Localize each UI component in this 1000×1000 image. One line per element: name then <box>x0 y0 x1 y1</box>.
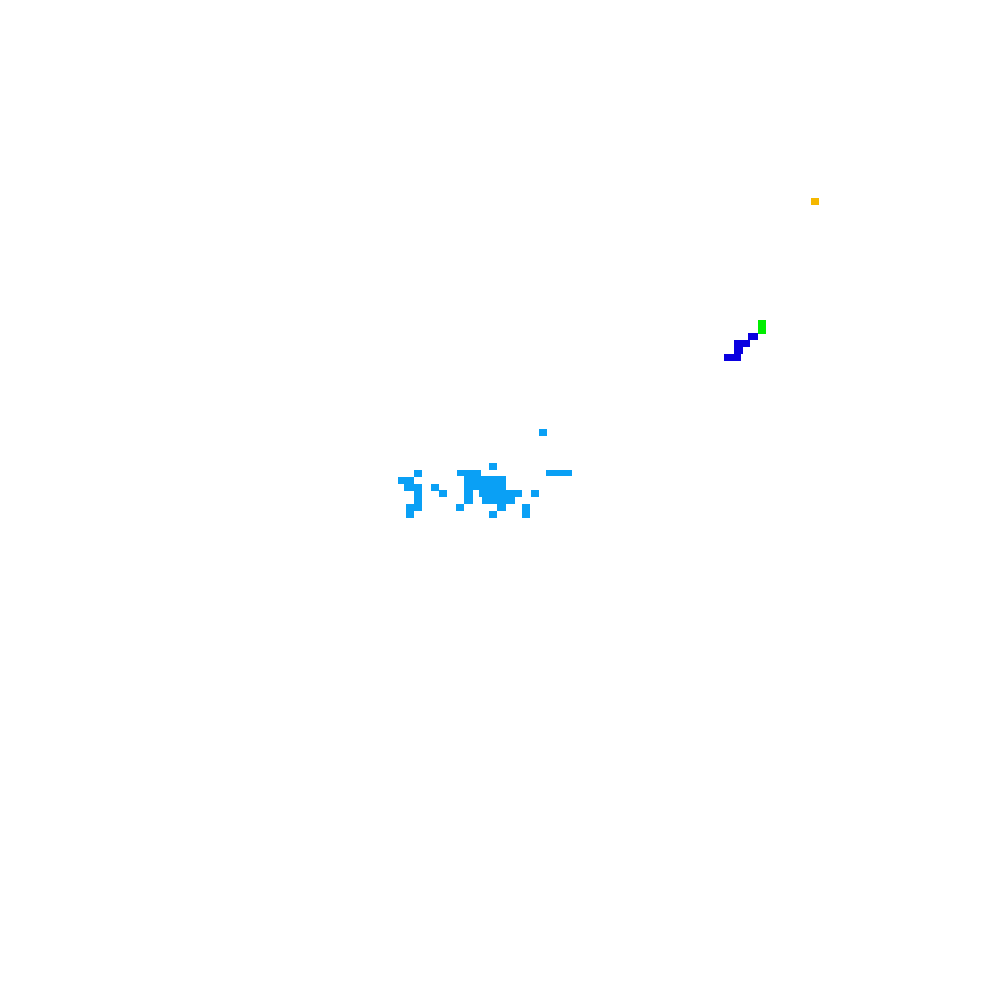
cyan-pixel <box>464 497 473 504</box>
cyan-pixel <box>406 511 414 518</box>
cyan-pixel <box>522 504 530 511</box>
green-pixel-cluster <box>758 320 766 334</box>
cyan-pixel <box>406 504 422 511</box>
cyan-pixel <box>489 511 497 518</box>
yellow-pixel <box>811 198 819 205</box>
blue-pixel <box>724 354 741 361</box>
yellow-pixel-cluster <box>811 198 819 205</box>
cyan-pixel <box>489 463 497 470</box>
cyan-pixel <box>439 490 447 497</box>
cyan-pixel <box>414 470 422 477</box>
cyan-pixel <box>398 477 414 484</box>
cyan-pixel <box>507 490 522 497</box>
cyan-pixel <box>546 470 572 476</box>
cyan-pixel <box>497 504 506 511</box>
cyan-pixel <box>431 484 439 491</box>
blue-pixel <box>734 347 743 354</box>
cyan-pixel <box>482 497 515 504</box>
green-pixel <box>758 320 766 334</box>
cyan-pixel <box>479 476 506 483</box>
blue-pixel <box>734 340 750 347</box>
blue-pixel-cluster <box>724 333 758 361</box>
cyan-pixel-cluster <box>398 429 572 518</box>
blue-pixel <box>748 333 758 340</box>
cyan-pixel <box>472 483 506 490</box>
cyan-pixel <box>404 484 422 491</box>
cyan-pixel <box>522 511 530 518</box>
cyan-pixel <box>464 476 479 483</box>
cyan-pixel <box>479 490 507 497</box>
cyan-pixel <box>531 490 539 497</box>
cyan-pixel <box>464 483 472 490</box>
cyan-pixel <box>414 490 422 497</box>
cyan-pixel <box>456 504 464 511</box>
cyan-pixel <box>539 429 547 436</box>
cyan-pixel <box>464 490 473 497</box>
cyan-pixel <box>457 470 481 476</box>
cyan-pixel <box>414 497 422 504</box>
